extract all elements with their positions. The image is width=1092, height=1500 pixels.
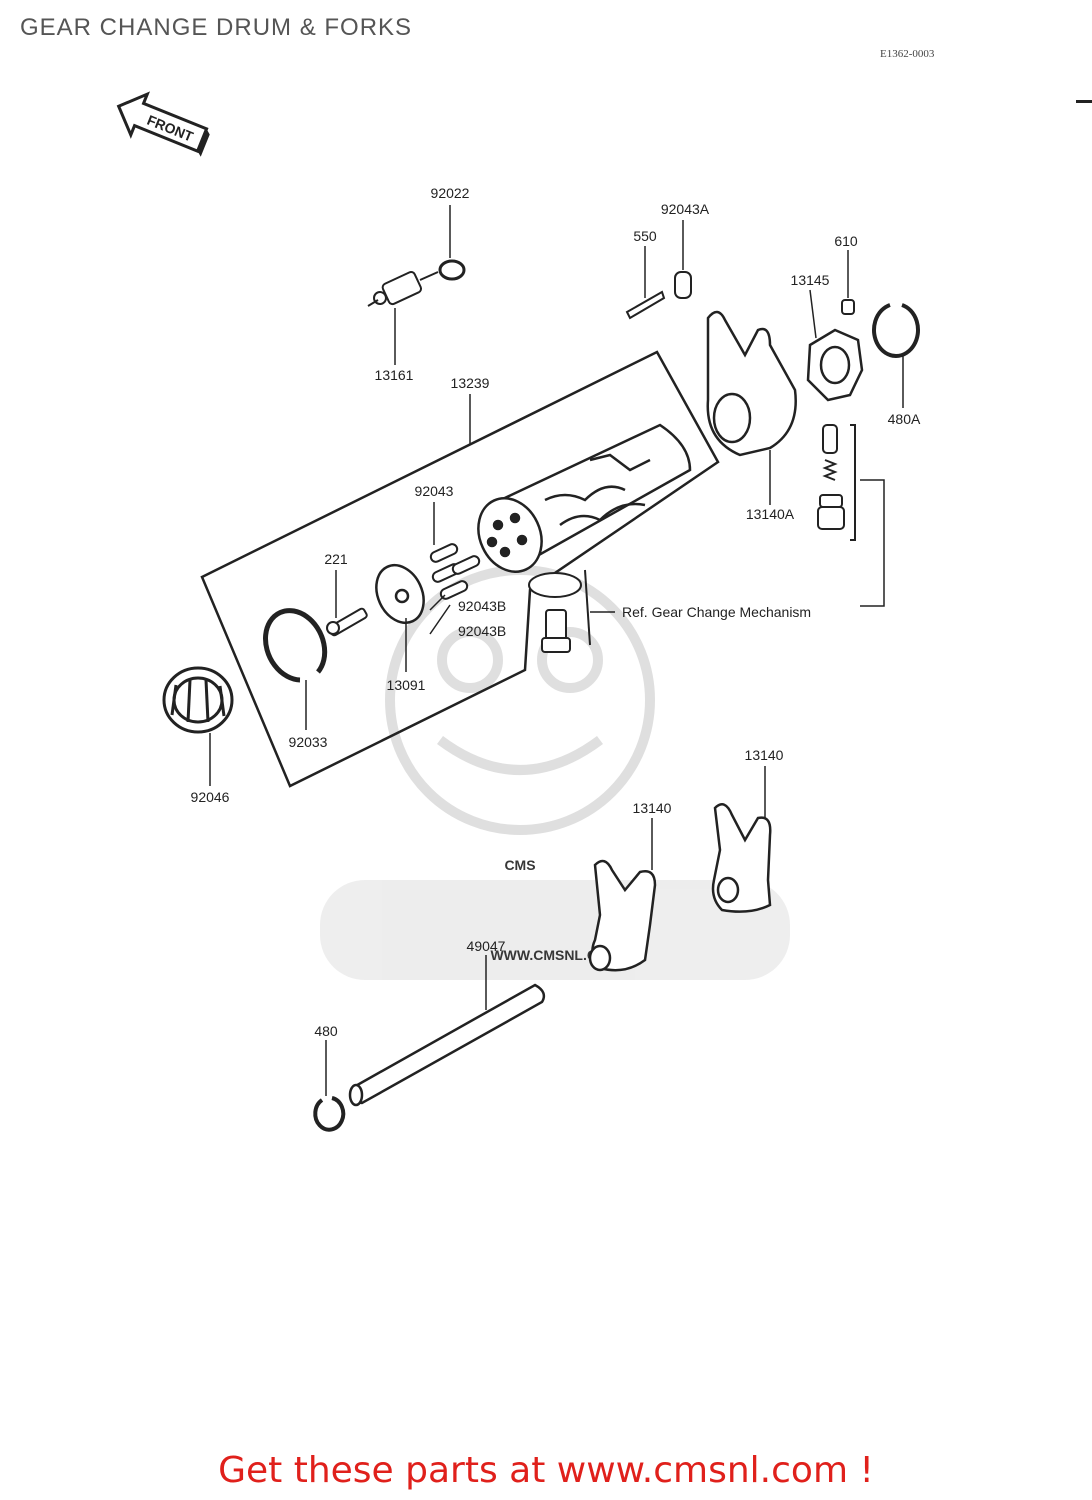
dowel-pin-icon	[841, 299, 855, 315]
cotter-pin-icon	[625, 290, 666, 320]
part-label-13140-1: 13140	[633, 800, 672, 816]
exploded-parts-diagram: CMS WWW.CMSNL.COM FRONT	[116, 91, 921, 1132]
part-label-92043: 92043	[415, 483, 454, 499]
watermark-banner	[320, 880, 790, 980]
circlip-icon	[263, 608, 328, 683]
reference-note: Ref. Gear Change Mechanism	[622, 604, 811, 620]
part-label-13140a: 13140A	[746, 506, 795, 522]
diagram-code: E1362-0003	[880, 48, 935, 60]
part-label-480: 480	[314, 1023, 338, 1039]
bolt-icon	[326, 607, 368, 637]
front-arrow-icon: FRONT	[116, 91, 210, 157]
part-label-92046: 92046	[191, 789, 230, 805]
watermark-brand: CMS	[504, 857, 535, 873]
shift-fork-icon	[588, 859, 657, 972]
guide-pin-icon	[674, 271, 692, 299]
shift-fork-a-icon	[706, 310, 797, 457]
detent-spring-icon	[817, 424, 845, 530]
cmsnl-parts-link[interactable]: Get these parts at www.cmsnl.com !	[218, 1450, 874, 1491]
part-label-550: 550	[633, 228, 657, 244]
part-label-92033: 92033	[289, 734, 328, 750]
cms-watermark: CMS WWW.CMSNL.COM	[320, 565, 790, 980]
drum-plate-icon	[375, 564, 425, 624]
part-label-92043b-2: 92043B	[458, 623, 506, 639]
part-label-13140-2: 13140	[745, 747, 784, 763]
circlip-480-icon	[313, 1096, 346, 1132]
shift-rod-icon	[348, 983, 546, 1107]
shift-fork-2-icon	[711, 803, 772, 913]
edge-mark	[1076, 100, 1092, 103]
washer-icon	[438, 259, 466, 281]
part-label-610: 610	[834, 233, 858, 249]
part-label-13091: 13091	[387, 677, 426, 693]
part-label-92022: 92022	[431, 185, 470, 201]
part-label-92043a: 92043A	[661, 201, 710, 217]
needle-bearing-icon	[162, 666, 234, 734]
part-label-13145: 13145	[791, 272, 830, 288]
part-label-13161: 13161	[375, 367, 414, 383]
watermark-url: WWW.CMSNL.COM	[490, 947, 619, 963]
retaining-ring-icon	[872, 303, 920, 359]
mascot-watermark-icon	[385, 565, 655, 835]
part-label-221: 221	[324, 551, 348, 567]
page-title: GEAR CHANGE DRUM & FORKS	[20, 14, 413, 41]
part-label-92043b-1: 92043B	[458, 598, 506, 614]
part-label-480a: 480A	[888, 411, 921, 427]
pins-icon	[429, 543, 481, 600]
part-label-13239: 13239	[451, 375, 490, 391]
stopper-bolt-icon	[528, 572, 582, 653]
change-drum-icon	[477, 423, 692, 573]
neutral-switch-icon	[367, 270, 439, 307]
shift-ring-icon	[806, 328, 864, 402]
part-label-49047: 49047	[467, 938, 506, 954]
